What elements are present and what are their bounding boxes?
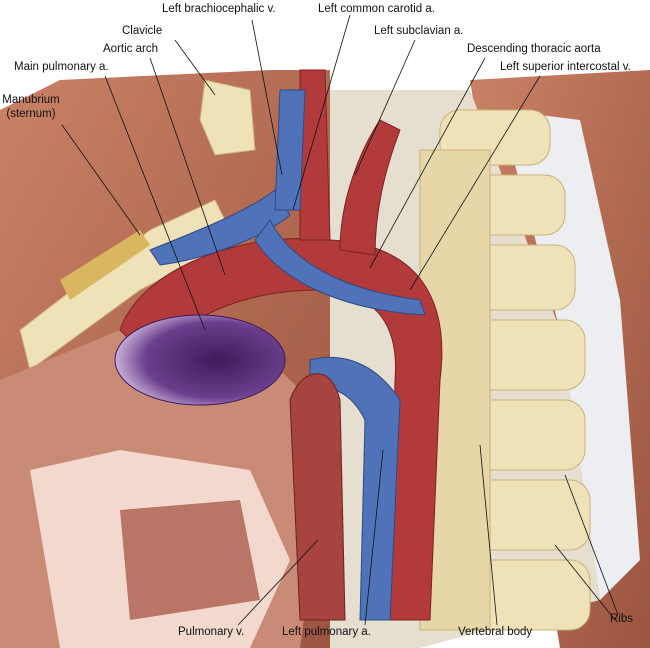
label-left-subclavian-a: Left subclavian a. <box>374 25 464 37</box>
label-manubrium: Manubrium (sternum) <box>0 93 62 121</box>
label-left-pulmonary-a: Left pulmonary a. <box>282 626 371 638</box>
label-left-common-carotid-a: Left common carotid a. <box>318 3 435 15</box>
label-ribs: Ribs <box>610 613 634 625</box>
label-clavicle: Clavicle <box>122 25 163 37</box>
pulmonary-vein <box>289 373 346 621</box>
veins <box>149 89 426 621</box>
label-aortic-arch: Aortic arch <box>103 43 158 55</box>
label-left-brachiocephalic-v: Left brachiocephalic v. <box>162 3 276 15</box>
main-pulmonary-artery <box>114 314 286 406</box>
label-descending-thoracic-aorta: Descending thoracic aorta <box>467 43 601 55</box>
label-main-pulmonary-a: Main pulmonary a. <box>14 61 109 73</box>
label-pulmonary-v: Pulmonary v. <box>178 626 245 638</box>
label-manubrium-line2: (sternum) <box>6 108 56 120</box>
label-vertebral-body: Vertebral body <box>458 626 533 638</box>
clavicle-bone <box>199 79 256 156</box>
heart <box>0 330 330 648</box>
label-left-superior-intercostal-v: Left superior intercostal v. <box>500 61 631 73</box>
label-manubrium-line1: Manubrium <box>2 94 60 106</box>
leader-lines <box>61 14 619 626</box>
